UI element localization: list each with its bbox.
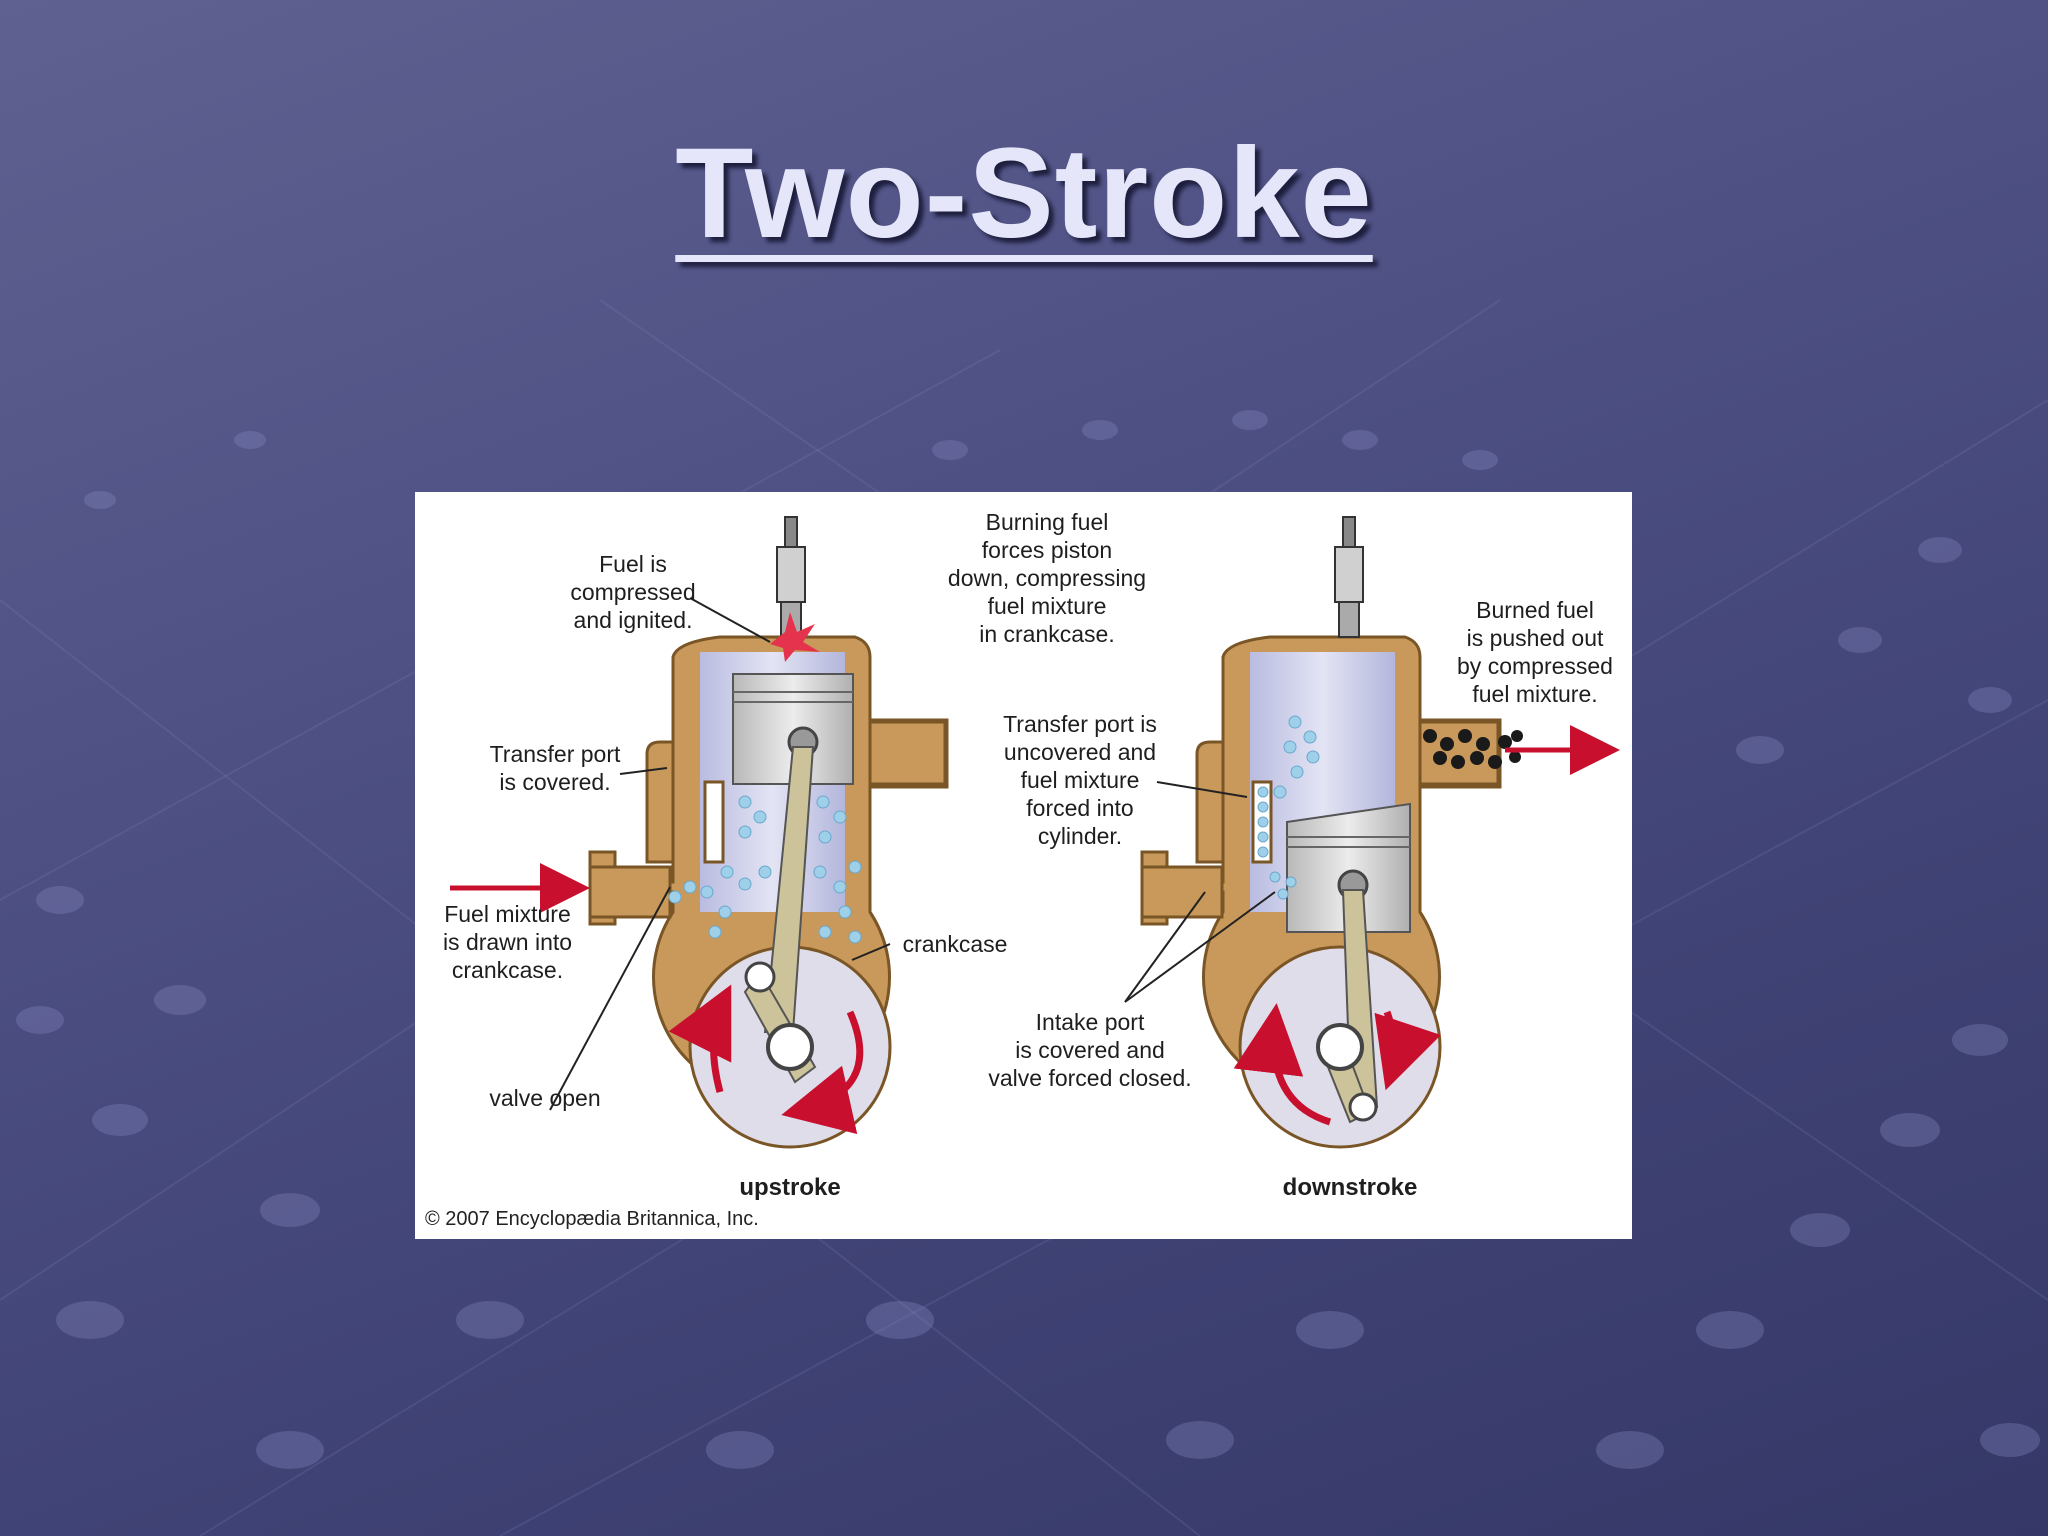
label-burned-fuel: Burned fuel is pushed out by compressed … bbox=[1457, 597, 1613, 707]
two-stroke-diagram: Fuel is compressed and ignited. Transfer… bbox=[415, 492, 1632, 1239]
label-valve-open: valve open bbox=[489, 1085, 601, 1111]
label-transfer-port-covered: Transfer port is covered. bbox=[489, 741, 621, 795]
engine-illustration bbox=[450, 516, 1620, 1149]
label-burning-fuel: Burning fuel forces piston down, compres… bbox=[947, 509, 1147, 647]
label-crankcase: crankcase bbox=[902, 931, 1008, 957]
label-fuel-mixture-drawn: Fuel mixture is drawn into crankcase. bbox=[442, 901, 573, 983]
caption-upstroke: upstroke bbox=[739, 1174, 841, 1201]
upstroke-engine bbox=[450, 516, 949, 1149]
downstroke-engine bbox=[1124, 516, 1620, 1149]
label-fuel-compressed: Fuel is compressed and ignited. bbox=[570, 551, 696, 633]
slide-title: Two-Stroke bbox=[675, 122, 1373, 265]
caption-downstroke: downstroke bbox=[1282, 1174, 1418, 1201]
copyright-notice: © 2007 Encyclopædia Britannica, Inc. bbox=[425, 1208, 759, 1230]
label-transfer-port-uncovered: Transfer port is uncovered and fuel mixt… bbox=[1003, 711, 1157, 849]
label-intake-port-covered: Intake port is covered and valve forced … bbox=[988, 1009, 1192, 1091]
